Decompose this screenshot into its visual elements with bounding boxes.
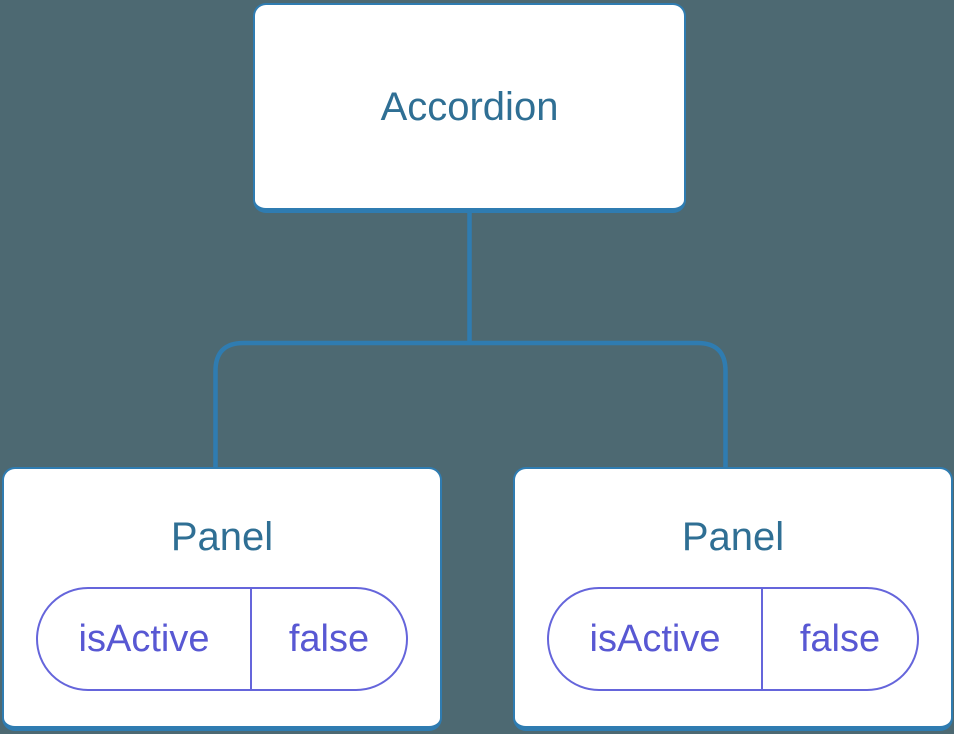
panel-node-left: Panel isActive false	[2, 467, 442, 731]
panel-node-label: Panel	[170, 515, 274, 559]
accordion-node: Accordion	[253, 3, 686, 213]
prop-name: isActive	[38, 589, 252, 689]
panel-node-right: Panel isActive false	[513, 467, 953, 731]
prop-badge: isActive false	[36, 587, 408, 691]
accordion-node-label: Accordion	[380, 84, 559, 129]
prop-value: false	[799, 617, 881, 660]
panel-node-label: Panel	[681, 515, 785, 559]
prop-badge: isActive false	[547, 587, 919, 691]
connector-branches	[213, 340, 728, 470]
prop-name: isActive	[549, 589, 763, 689]
prop-value: false	[288, 617, 370, 660]
